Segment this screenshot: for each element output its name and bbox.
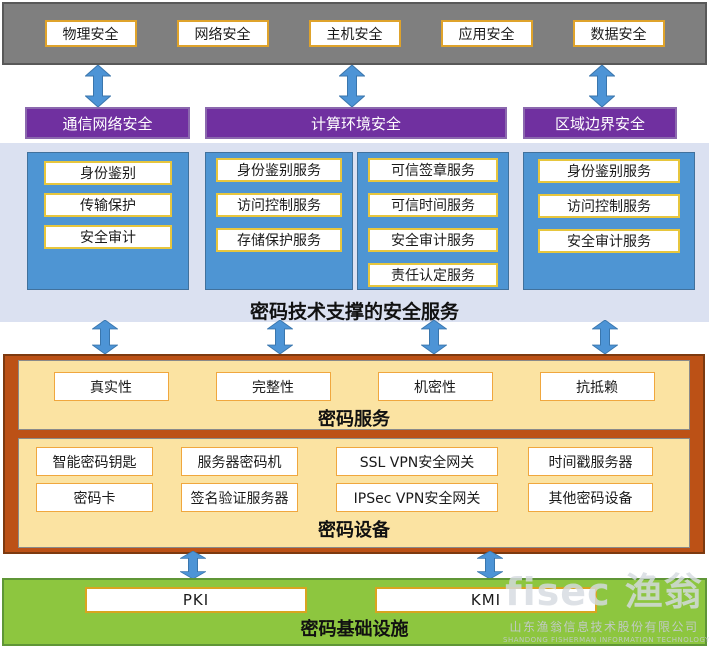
double-arrow-icon (91, 319, 119, 355)
service-item: 传输保护 (44, 193, 172, 217)
computing-environment-security-bar: 计算环境安全 (205, 107, 507, 139)
kmi-box: KMI (375, 587, 597, 613)
computing-environment-services-box-right: 可信签章服务 可信时间服务 安全审计服务 责任认定服务 (357, 152, 509, 290)
crypto-devices-label: 密码设备 (318, 520, 390, 541)
device-item: 其他密码设备 (528, 483, 653, 512)
service-item: 责任认定服务 (368, 263, 498, 287)
service-item: 存储保护服务 (216, 228, 342, 252)
device-item: 服务器密码机 (181, 447, 298, 476)
crypto-devices-panel: 智能密码钥匙 服务器密码机 SSL VPN安全网关 时间戳服务器 密码卡 签名验… (18, 438, 690, 548)
double-arrow-icon (338, 64, 366, 108)
data-security-box: 数据安全 (572, 20, 665, 47)
double-arrow-icon (179, 550, 207, 580)
service-item: 安全审计服务 (368, 228, 498, 252)
double-arrow-icon (476, 550, 504, 580)
service-item: 访问控制服务 (216, 193, 342, 217)
service-item: 抗抵赖 (539, 372, 655, 401)
double-arrow-icon (591, 319, 619, 355)
device-item: 时间戳服务器 (528, 447, 653, 476)
security-services-band-label: 密码技术支撑的安全服务 (249, 301, 459, 323)
service-item: 机密性 (377, 372, 493, 401)
double-arrow-icon (84, 64, 112, 108)
service-item: 可信签章服务 (368, 158, 498, 182)
crypto-services-label: 密码服务 (318, 409, 390, 430)
service-item: 身份鉴别 (44, 161, 172, 185)
device-item: 签名验证服务器 (181, 483, 298, 512)
service-item: 安全审计服务 (538, 229, 680, 253)
host-security-box: 主机安全 (308, 20, 401, 47)
service-item: 真实性 (53, 372, 169, 401)
double-arrow-icon (420, 319, 448, 355)
double-arrow-icon (588, 64, 616, 108)
crypto-services-panel: 真实性 完整性 机密性 抗抵赖 密码服务 (18, 360, 690, 430)
service-item: 完整性 (215, 372, 331, 401)
service-item: 身份鉴别服务 (216, 158, 342, 182)
device-item: SSL VPN安全网关 (336, 447, 498, 476)
regional-boundary-security-bar: 区域边界安全 (523, 107, 677, 139)
pki-box: PKI (85, 587, 307, 613)
crypto-platform-section: 真实性 完整性 机密性 抗抵赖 密码服务 智能密码钥匙 服务器密码机 SSL V… (3, 354, 705, 554)
device-item: 密码卡 (36, 483, 153, 512)
communication-network-services-box: 身份鉴别 传输保护 安全审计 (27, 152, 189, 290)
device-item: 智能密码钥匙 (36, 447, 153, 476)
communication-network-security-bar: 通信网络安全 (25, 107, 190, 139)
computing-environment-services-box-left: 身份鉴别服务 访问控制服务 存储保护服务 (205, 152, 353, 290)
it-security-layers-bar: 物理安全 网络安全 主机安全 应用安全 数据安全 (2, 2, 707, 65)
network-security-box: 网络安全 (176, 20, 269, 47)
application-security-box: 应用安全 (440, 20, 533, 47)
crypto-infrastructure-section: PKI KMI 密码基础设施 (2, 578, 707, 646)
service-item: 身份鉴别服务 (538, 159, 680, 183)
device-item: IPSec VPN安全网关 (336, 483, 498, 512)
crypto-infrastructure-label: 密码基础设施 (300, 619, 409, 640)
service-item: 可信时间服务 (368, 193, 498, 217)
physical-security-box: 物理安全 (44, 20, 137, 47)
regional-boundary-services-box: 身份鉴别服务 访问控制服务 安全审计服务 (523, 152, 695, 290)
service-item: 访问控制服务 (538, 194, 680, 218)
double-arrow-icon (266, 319, 294, 355)
service-item: 安全审计 (44, 225, 172, 249)
